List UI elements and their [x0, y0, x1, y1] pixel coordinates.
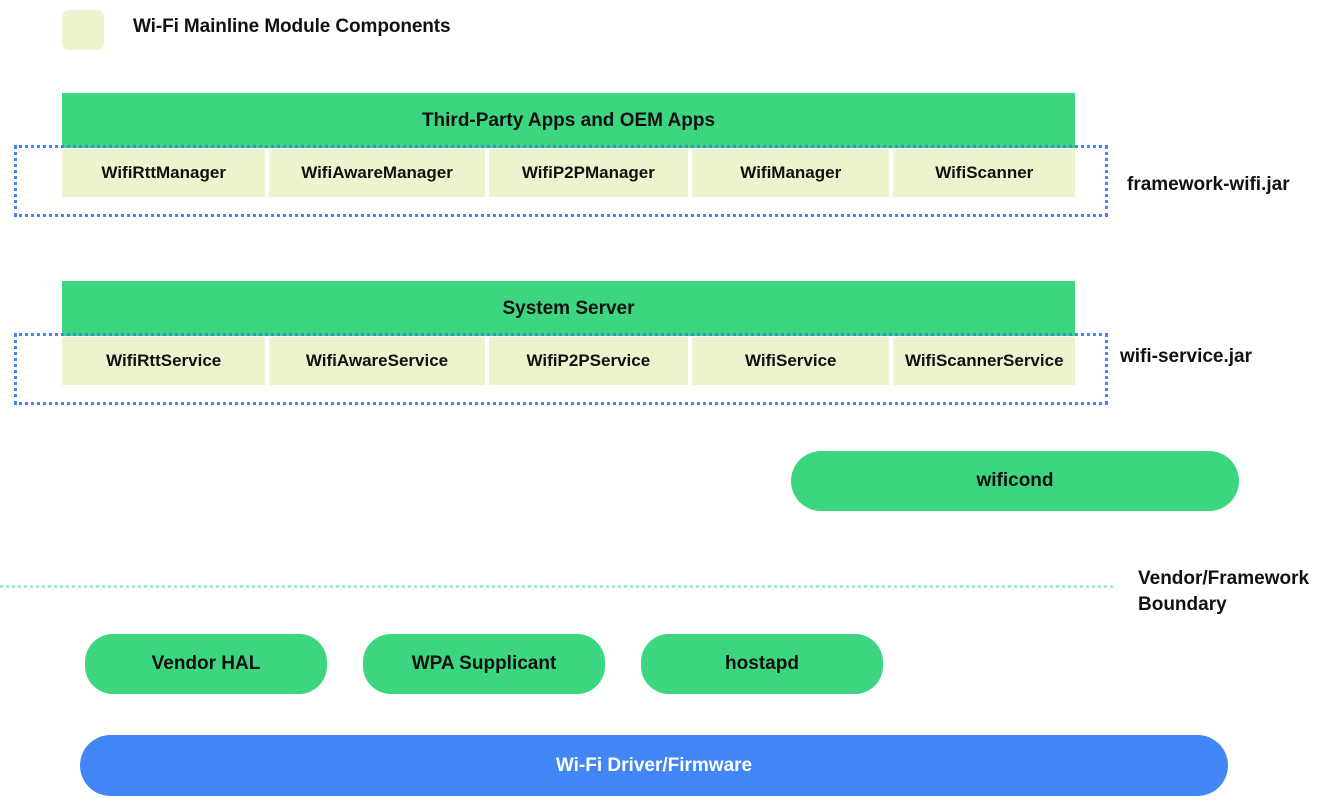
- component-wifiawaremanager[interactable]: WifiAwareManager: [269, 149, 485, 197]
- block-wpa-supplicant[interactable]: WPA Supplicant: [363, 634, 605, 694]
- group-header-system-server: System Server: [62, 281, 1075, 336]
- group-header-third-party-apps: Third-Party Apps and OEM Apps: [62, 93, 1075, 148]
- component-wifirttmanager[interactable]: WifiRttManager: [62, 149, 266, 197]
- jar-boundary-framework-wifi: [14, 145, 1108, 217]
- vendor-framework-boundary-label: Vendor/Framework Boundary: [1138, 568, 1310, 615]
- legend-label: Wi-Fi Mainline Module Components: [133, 16, 451, 37]
- component-wifiservice[interactable]: WifiService: [692, 337, 890, 385]
- block-wifi-driver-firmware[interactable]: Wi-Fi Driver/Firmware: [80, 735, 1228, 796]
- component-wifip2pmanager[interactable]: WifiP2PManager: [488, 149, 689, 197]
- component-wifiscanner[interactable]: WifiScanner: [893, 149, 1076, 197]
- vendor-framework-boundary-line: [0, 585, 1113, 588]
- component-wifip2pservice[interactable]: WifiP2PService: [488, 337, 689, 385]
- block-vendor-hal[interactable]: Vendor HAL: [85, 634, 327, 694]
- component-wifiawareservice[interactable]: WifiAwareService: [269, 337, 485, 385]
- component-wifimanager[interactable]: WifiManager: [692, 149, 890, 197]
- jar-boundary-wifi-service: [14, 333, 1108, 405]
- block-wificond[interactable]: wificond: [791, 451, 1239, 511]
- framework-component-row: WifiRttManager WifiAwareManager WifiP2PM…: [62, 149, 1076, 197]
- jar-label-framework-wifi: framework-wifi.jar: [1127, 174, 1290, 195]
- component-wifiscannerservice[interactable]: WifiScannerService: [893, 337, 1076, 385]
- legend-color-swatch: [62, 10, 104, 50]
- component-wifirttservice[interactable]: WifiRttService: [62, 337, 266, 385]
- jar-label-wifi-service: wifi-service.jar: [1120, 346, 1253, 367]
- block-hostapd[interactable]: hostapd: [641, 634, 883, 694]
- system-service-row: WifiRttService WifiAwareService WifiP2PS…: [62, 337, 1076, 385]
